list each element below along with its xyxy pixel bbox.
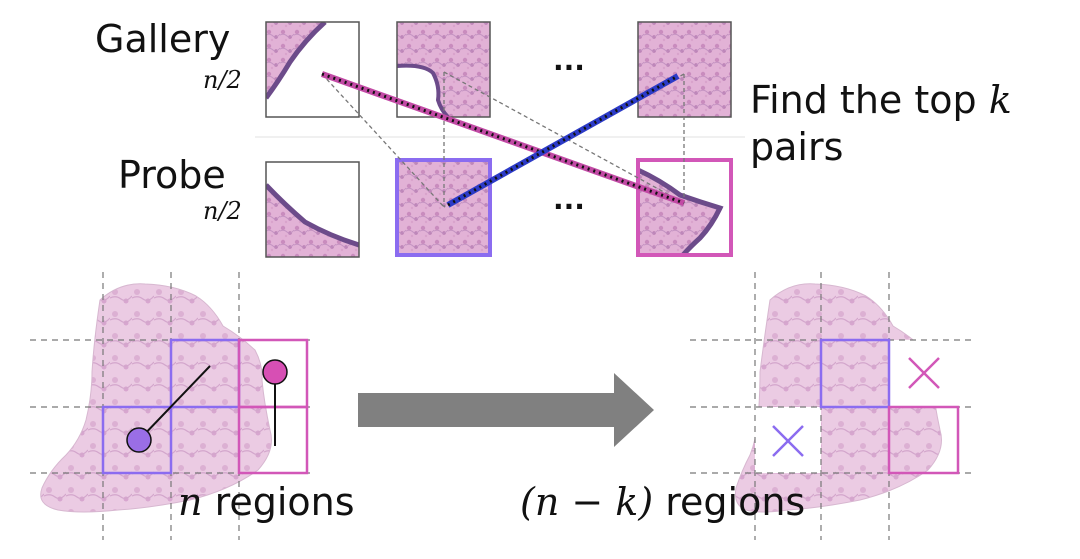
probe-tile-1 (265, 161, 360, 258)
find-top-k-line2: pairs (750, 125, 844, 169)
selected-pair-magenta (320, 71, 686, 206)
find-top-k-line1: Find the top k (750, 78, 1012, 122)
right-caption-text: regions (653, 480, 806, 524)
gallery-label: Gallery (95, 17, 231, 61)
gallery-tile-3 (637, 21, 732, 118)
probe-label: Probe (118, 153, 226, 197)
gallery-node (262, 359, 288, 385)
transform-arrow (358, 373, 654, 447)
left-caption-text: regions (202, 480, 355, 524)
find-top-k-var: k (988, 78, 1012, 122)
probe-tile-2 (395, 158, 492, 257)
right-caption: (n − k) regions (520, 480, 805, 524)
gallery-ellipsis: ... (553, 44, 585, 77)
removed-region-purple (772, 425, 804, 457)
selected-pair-purple (446, 73, 680, 208)
removed-region-magenta (908, 357, 940, 389)
probe-ellipsis: ... (553, 183, 585, 216)
slide-left (30, 272, 310, 540)
gallery-tile-1 (265, 21, 360, 118)
gallery-count: n/2 (203, 66, 242, 94)
right-caption-expr: (n − k) (520, 480, 654, 524)
probe-count: n/2 (203, 197, 242, 225)
left-caption-var: n (178, 480, 203, 524)
find-top-k-text: Find the top (750, 78, 989, 122)
slide-right (690, 272, 975, 540)
left-caption: n regions (178, 480, 355, 524)
probe-node (126, 427, 152, 453)
